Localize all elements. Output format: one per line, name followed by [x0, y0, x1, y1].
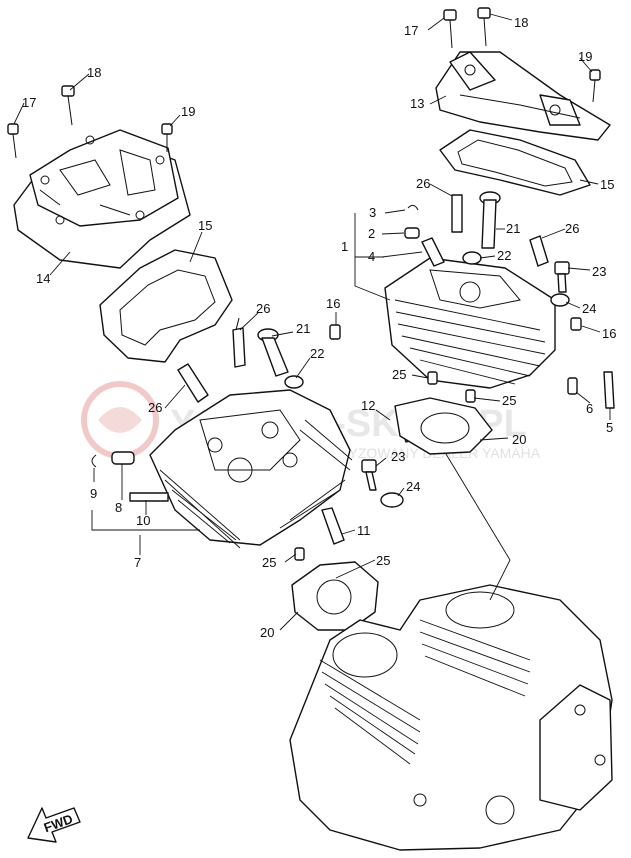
label-5: 5: [606, 420, 613, 435]
stud-4: [421, 237, 445, 267]
label-1: 1: [341, 239, 348, 254]
label-4: 4: [368, 249, 375, 264]
stud-10: [129, 492, 169, 502]
label-26-upper-right: 26: [416, 176, 430, 191]
gasket-20-left: [291, 561, 379, 631]
bolt-23-left: [361, 459, 377, 491]
bolt-19-right: [589, 69, 601, 103]
bolt-17-right: [443, 9, 457, 49]
dowel-16-left: [329, 324, 341, 340]
spark-plug-26-upper-left: [232, 317, 246, 368]
label-16-right: 16: [602, 326, 616, 341]
cylinder-head-rear: [384, 257, 556, 389]
label-15-right: 15: [600, 177, 614, 192]
label-26-upper-left: 26: [256, 301, 270, 316]
label-20-right: 20: [512, 432, 526, 447]
spark-plug-26-lower-left: [177, 363, 209, 403]
label-21-left: 21: [296, 321, 310, 336]
label-18-right: 18: [514, 15, 528, 30]
label-11: 11: [357, 523, 371, 538]
label-17-right: 17: [404, 23, 418, 38]
head-cover-left: [13, 129, 191, 269]
washer-22-right: [462, 251, 482, 265]
part-number-labels: 18 17 19 14 15 26 21 22 16 26 9 8 10 7 1…: [22, 15, 616, 640]
fwd-label: FWD: [42, 811, 75, 835]
clip-9: [91, 454, 97, 468]
spark-plug-26-lower-right: [529, 235, 549, 267]
label-26-lower-right: 26: [565, 221, 579, 236]
label-19-left: 19: [181, 104, 195, 119]
label-25-left-b: 25: [376, 553, 390, 568]
valve-guide-8: [111, 451, 135, 465]
rocker-cover-13: [435, 51, 611, 141]
label-26-lower-left: 26: [148, 400, 162, 415]
washer-22-left: [284, 375, 304, 389]
label-24-right: 24: [582, 301, 596, 316]
valve-guide-2: [404, 227, 420, 239]
bolt-21-right: [479, 191, 501, 249]
fwd-arrow: FWD: [27, 807, 81, 843]
gasket-15-left: [99, 249, 233, 363]
washer-24-right: [550, 293, 570, 307]
engine-block: [289, 584, 613, 851]
label-16-left: 16: [326, 296, 340, 311]
watermark-tagline: AUTORYZOWANY DEALER YAMAHA: [300, 445, 541, 461]
bolt-18-right: [477, 7, 491, 47]
label-23-right: 23: [592, 264, 606, 279]
label-22-left: 22: [310, 346, 324, 361]
dowel-25-right-a: [427, 371, 438, 385]
label-6: 6: [586, 401, 593, 416]
leader-lines: [13, 13, 611, 631]
label-21-right: 21: [506, 221, 520, 236]
label-25-right-b: 25: [502, 393, 516, 408]
stud-11: [321, 507, 345, 545]
label-14: 14: [36, 271, 50, 286]
label-3: 3: [369, 205, 376, 220]
dowel-6: [567, 377, 578, 395]
cylinder-head-front: [149, 389, 353, 549]
gasket-20-right: [394, 397, 493, 455]
stud-5: [603, 371, 615, 409]
label-23-left: 23: [391, 449, 405, 464]
bolt-23-right: [554, 261, 570, 293]
label-8: 8: [115, 500, 122, 515]
label-17-left: 17: [22, 95, 36, 110]
label-24-left: 24: [406, 479, 420, 494]
label-18-left: 18: [87, 65, 101, 80]
label-7: 7: [134, 555, 141, 570]
bolt-18-left: [61, 85, 75, 126]
bolt-19-left: [161, 123, 173, 152]
label-10: 10: [136, 513, 150, 528]
gasket-15-right: [439, 129, 591, 196]
dowel-16-right: [570, 317, 582, 331]
label-19-right: 19: [578, 49, 592, 64]
label-25-left-a: 25: [262, 555, 276, 570]
bolt-17-left: [7, 123, 19, 159]
label-20-left: 20: [260, 625, 274, 640]
washer-24-left: [380, 492, 404, 508]
label-25-right-a: 25: [392, 367, 406, 382]
label-9: 9: [90, 486, 97, 501]
bolt-21-left: [257, 328, 289, 377]
label-22-right: 22: [497, 248, 511, 263]
label-13: 13: [410, 96, 424, 111]
label-15-left: 15: [198, 218, 212, 233]
label-2: 2: [368, 226, 375, 241]
spark-plug-26-upper-right: [451, 194, 463, 233]
label-12: 12: [361, 398, 375, 413]
dowel-25-right-b: [465, 389, 476, 403]
dowel-25-left-a: [294, 547, 305, 561]
dealer-logo-mark: [98, 407, 142, 433]
clip-3: [407, 204, 419, 211]
